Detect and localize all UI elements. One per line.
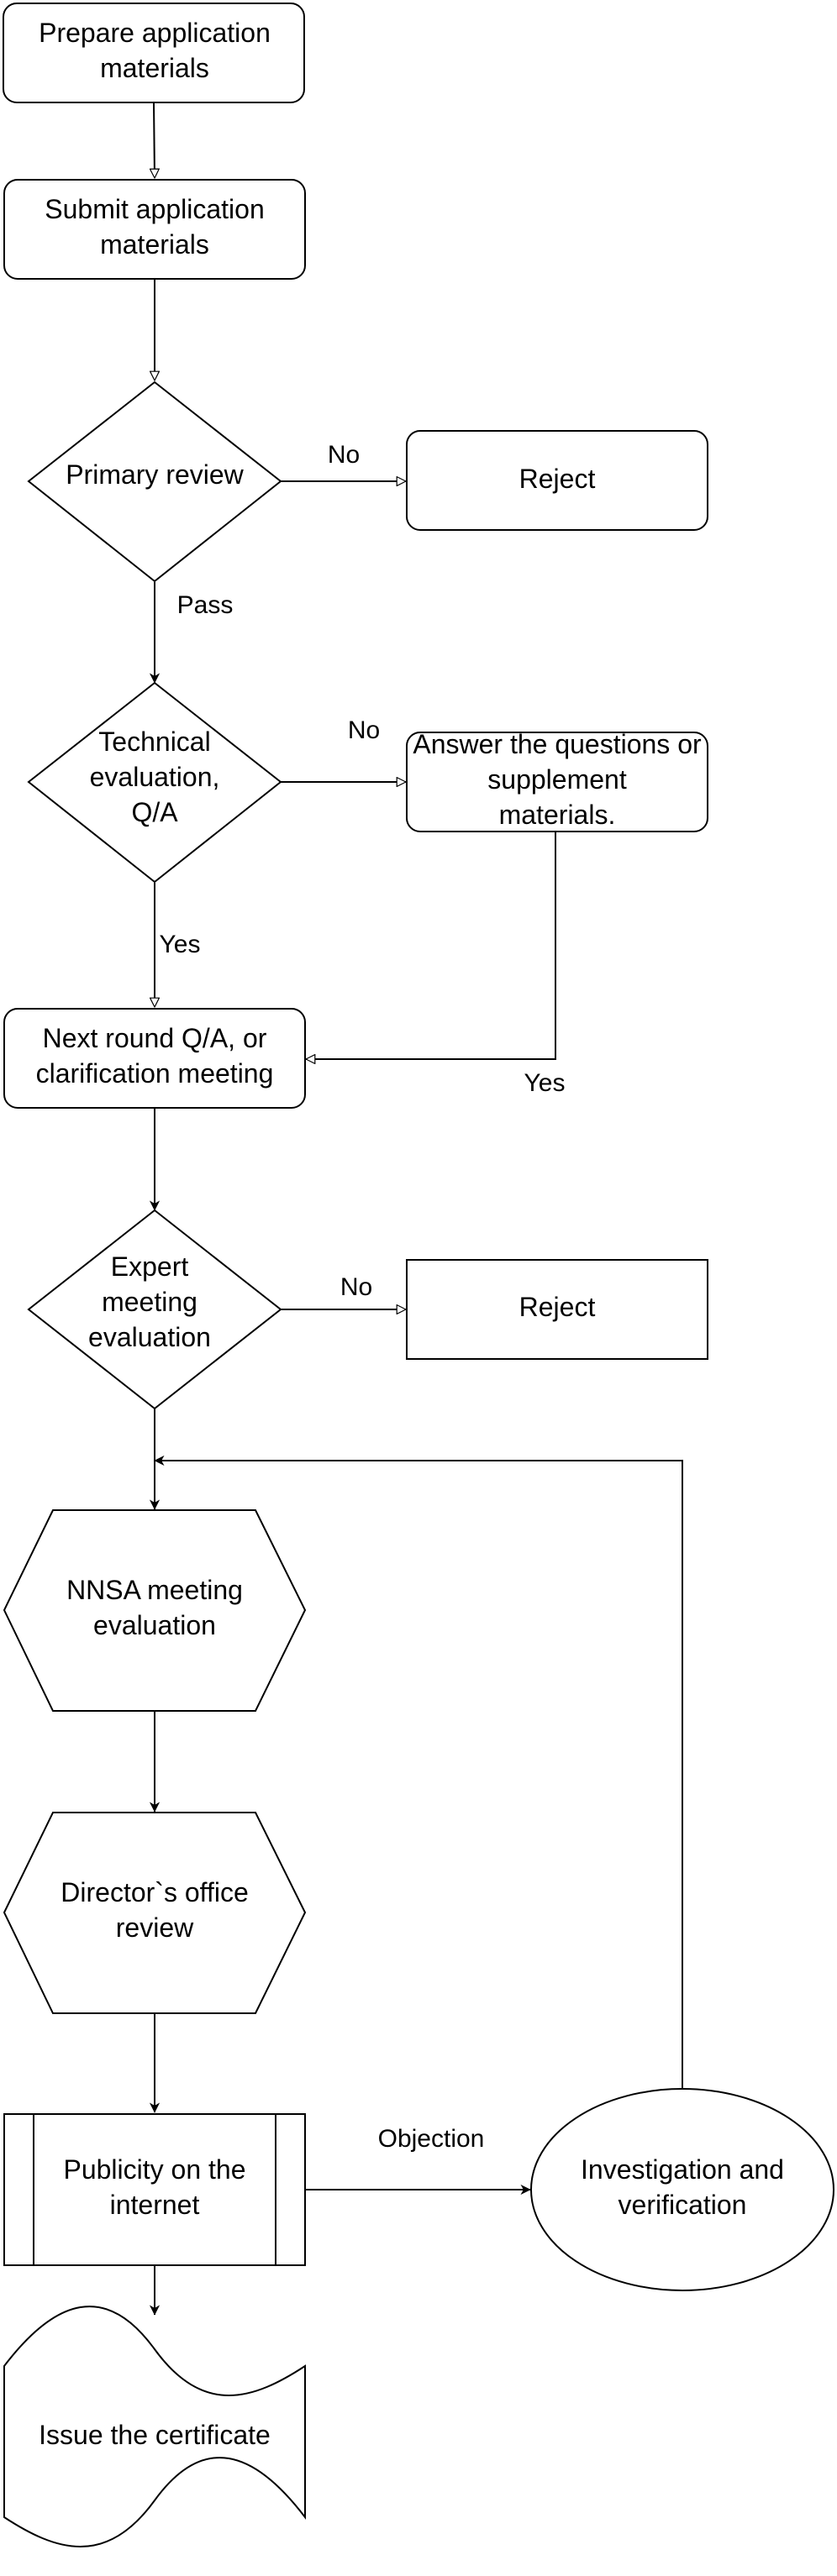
node-label-line: Investigation and xyxy=(581,2154,784,2185)
node-technical-evaluation[interactable] xyxy=(27,681,282,884)
edge-investigation-to-nnsa xyxy=(155,1461,683,2089)
edge-answer-to-next-round xyxy=(306,832,556,1059)
edge-label-expert-no: No xyxy=(340,1273,372,1301)
node-primary-review[interactable] xyxy=(27,380,282,583)
edge-label-objection: Objection xyxy=(378,2125,485,2153)
node-label-issue-certificate: Issue the certificate xyxy=(39,2420,271,2450)
node-label-line: supplement xyxy=(487,764,627,795)
node-label-line: materials xyxy=(100,229,209,260)
edge-label-primary-no: No xyxy=(328,441,360,469)
node-expert-meeting[interactable] xyxy=(27,1209,282,1410)
edge-label-technical-yes: Yes xyxy=(160,931,201,958)
node-label-primary-review: Primary review xyxy=(66,459,244,490)
node-label-line: evaluation xyxy=(93,1610,216,1640)
node-label-submit: Submit application materials xyxy=(45,194,264,260)
node-label-next-round: Next round Q/A, or clarification meeting xyxy=(36,1023,274,1089)
node-label-line: review xyxy=(116,1912,194,1943)
node-label-line: evaluation xyxy=(88,1322,211,1352)
node-label-line: Q/A xyxy=(131,797,178,827)
node-label-line: Answer the questions or xyxy=(413,729,702,759)
node-label-nnsa-meeting: NNSA meeting evaluation xyxy=(66,1575,243,1640)
node-label-reject-2: Reject xyxy=(519,1292,596,1322)
node-label-line: verification xyxy=(619,2190,747,2220)
edges xyxy=(154,102,683,2315)
nodes xyxy=(3,3,834,2547)
node-prepare[interactable] xyxy=(3,3,305,103)
edge-label-technical-no: No xyxy=(348,716,380,744)
node-label-answer-questions: Answer the questions or supplement materia… xyxy=(413,729,702,830)
node-label-line: Reject xyxy=(519,464,596,494)
node-label-investigation: Investigation and verification xyxy=(581,2154,784,2220)
node-label-line: Technical xyxy=(98,727,210,757)
node-label-line: Publicity on the xyxy=(63,2154,245,2185)
node-label-line: materials. xyxy=(499,800,616,830)
node-label-expert-meeting: Expert meeting evaluation xyxy=(88,1251,211,1352)
node-label-prepare: Prepare application materials xyxy=(39,18,271,83)
node-investigation[interactable] xyxy=(530,2088,834,2291)
node-label-line: Submit application xyxy=(45,194,264,224)
node-label-directors-office: Director`s office review xyxy=(61,1877,248,1943)
edge-labels: No Pass No Yes Yes No Objection xyxy=(160,441,566,2153)
node-reject-1[interactable] xyxy=(406,430,708,531)
node-directors-office[interactable] xyxy=(3,1812,307,2014)
node-label-line: meeting xyxy=(102,1287,197,1317)
node-label-line: materials xyxy=(100,53,209,83)
node-label-line: Issue the certificate xyxy=(39,2420,271,2450)
node-label-line: evaluation, xyxy=(90,762,220,792)
node-label-line: Next round Q/A, or xyxy=(43,1023,267,1053)
node-label-line: Primary review xyxy=(66,459,244,490)
edge-label-answer-yes: Yes xyxy=(524,1069,566,1097)
edge-label-primary-pass: Pass xyxy=(177,591,234,619)
node-label-line: NNSA meeting xyxy=(66,1575,243,1605)
node-label-publicity: Publicity on the internet xyxy=(63,2154,245,2220)
node-reject-2[interactable] xyxy=(406,1259,708,1360)
edge-prepare-to-submit xyxy=(154,102,155,178)
node-nnsa-meeting[interactable] xyxy=(3,1509,307,1712)
node-answer-questions[interactable] xyxy=(406,732,708,832)
node-label-line: Reject xyxy=(519,1292,596,1322)
node-label-line: Prepare application xyxy=(39,18,271,48)
node-label-line: internet xyxy=(110,2190,200,2220)
node-label-line: clarification meeting xyxy=(36,1058,274,1089)
node-label-line: Director`s office xyxy=(61,1877,248,1907)
node-submit[interactable] xyxy=(3,179,306,280)
node-publicity[interactable] xyxy=(3,2113,306,2266)
node-label-reject-1: Reject xyxy=(519,464,596,494)
node-issue-certificate[interactable] xyxy=(3,2306,306,2547)
node-labels: Prepare application materials Submit appl… xyxy=(36,18,784,2450)
node-next-round[interactable] xyxy=(3,1008,306,1109)
node-label-technical-evaluation: Technical evaluation, Q/A xyxy=(90,727,220,827)
node-label-line: Expert xyxy=(111,1251,189,1282)
